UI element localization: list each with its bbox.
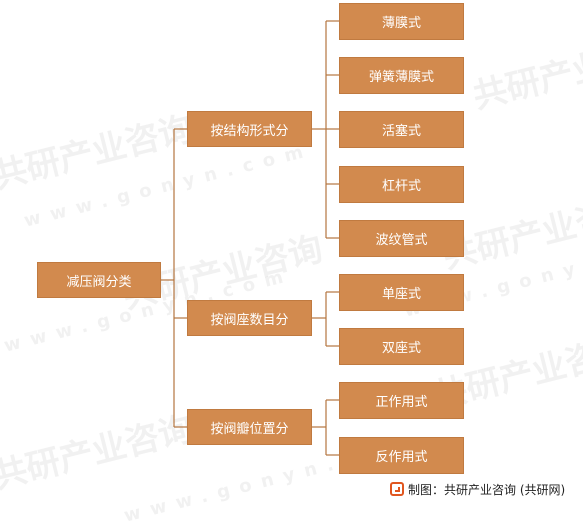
connector-lines	[161, 20, 339, 456]
leaf-node: 反作用式	[339, 437, 464, 474]
root-node: 减压阀分类	[37, 262, 161, 298]
leaf-node: 双座式	[339, 328, 464, 365]
leaf-node: 波纹管式	[339, 220, 464, 257]
caption-text: 制图：共研产业咨询 (共研网)	[408, 482, 566, 497]
leaf-node: 薄膜式	[339, 3, 464, 40]
leaf-node: 杠杆式	[339, 166, 464, 203]
source-caption: 制图：共研产业咨询 (共研网)	[390, 480, 565, 498]
group-node-seat-count: 按阀座数目分	[187, 300, 312, 336]
leaf-node: 弹簧薄膜式	[339, 57, 464, 94]
group-node-structure: 按结构形式分	[187, 111, 312, 147]
leaf-node: 活塞式	[339, 111, 464, 148]
group-node-disc-position: 按阀瓣位置分	[187, 409, 312, 445]
brand-logo-icon	[390, 482, 404, 496]
leaf-node: 单座式	[339, 274, 464, 311]
leaf-node: 正作用式	[339, 382, 464, 419]
